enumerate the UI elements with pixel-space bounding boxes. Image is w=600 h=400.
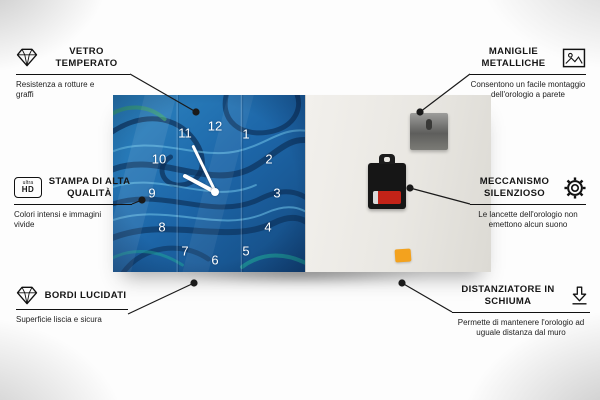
clock-back-panel <box>305 95 491 272</box>
clock-number-8: 8 <box>158 219 166 235</box>
callout-meccanismo-silenzioso: MECCANISMO SILENZIOSO Le lancette dell'o… <box>470 176 586 231</box>
callout-header: VETRO TEMPERATO <box>16 46 130 75</box>
clock-number-9: 9 <box>148 185 156 201</box>
clock-number-4: 4 <box>264 219 272 235</box>
callout-title: MANIGLIE METALLICHE <box>481 46 546 69</box>
callout-subtitle: Consentono un facile montaggio dell'orol… <box>470 79 586 100</box>
ultra-hd-icon-text-bottom: HD <box>21 185 35 195</box>
callout-subtitle: Colori intensi e immagini vivide <box>14 209 102 230</box>
clock-mechanism <box>368 154 407 209</box>
clock-front-panel: 12 1 2 3 4 5 6 7 8 9 10 11 <box>113 95 306 272</box>
diamond-icon <box>16 48 38 67</box>
callout-subtitle: Permette di mantenere l'orologio ad ugua… <box>457 317 585 338</box>
clock-number-11: 11 <box>178 125 192 141</box>
clock-number-10: 10 <box>151 151 167 167</box>
callout-distanziatore-in-schiuma: DISTANZIATORE IN SCHIUMA Permette di man… <box>452 284 590 339</box>
callout-subtitle: Superficie liscia e sicura <box>16 315 102 324</box>
clock-number-12: 12 <box>207 118 223 134</box>
clock-number-7: 7 <box>181 243 189 259</box>
mechanism-hook <box>379 154 396 164</box>
clock-product-image: 12 1 2 3 4 5 6 7 8 9 10 11 <box>113 95 491 272</box>
callout-title: MECCANISMO SILENZIOSO <box>479 176 550 199</box>
spacer-arrow-icon <box>569 285 590 306</box>
callout-title: STAMPA DI ALTA QUALITÀ <box>48 176 131 199</box>
ultra-hd-icon: ultra HD <box>14 177 42 199</box>
clock-number-5: 5 <box>242 243 250 259</box>
callout-header: MECCANISMO SILENZIOSO <box>470 176 586 205</box>
callout-subtitle: Le lancette dell'orologio non emettono a… <box>478 209 578 230</box>
clock-number-2: 2 <box>265 151 273 167</box>
callout-header: DISTANZIATORE IN SCHIUMA <box>452 284 590 313</box>
foam-spacer <box>395 248 412 263</box>
diamond-icon <box>16 286 38 305</box>
metal-hanger-plate <box>410 113 449 150</box>
clock-number-6: 6 <box>211 252 219 268</box>
ultra-hd-icon-text-top: ultra <box>22 180 34 187</box>
callout-stampa-alta-qualita: ultra HD STAMPA DI ALTA QUALITÀ Colori i… <box>14 176 132 231</box>
callout-header: BORDI LUCIDATI <box>16 286 128 310</box>
callout-title: VETRO TEMPERATO <box>55 46 118 69</box>
callout-header: MANIGLIE METALLICHE <box>470 46 586 75</box>
callout-vetro-temperato: VETRO TEMPERATO Resistenza a rotture e g… <box>16 46 130 101</box>
callout-subtitle: Resistenza a rotture e graffi <box>16 79 95 100</box>
battery <box>373 191 402 204</box>
clock-number-3: 3 <box>273 185 281 201</box>
clock-number-1: 1 <box>242 126 250 142</box>
callout-maniglie-metalliche: MANIGLIE METALLICHE Consentono un facile… <box>470 46 586 101</box>
callout-bordi-lucidati: BORDI LUCIDATI Superficie liscia e sicur… <box>16 286 128 325</box>
clock-center-cap <box>211 188 219 196</box>
callout-title: DISTANZIATORE IN SCHIUMA <box>461 284 555 307</box>
callout-title: BORDI LUCIDATI <box>44 289 127 301</box>
picture-frame-icon <box>562 48 586 68</box>
callout-header: ultra HD STAMPA DI ALTA QUALITÀ <box>14 176 132 205</box>
gear-icon <box>564 177 586 199</box>
